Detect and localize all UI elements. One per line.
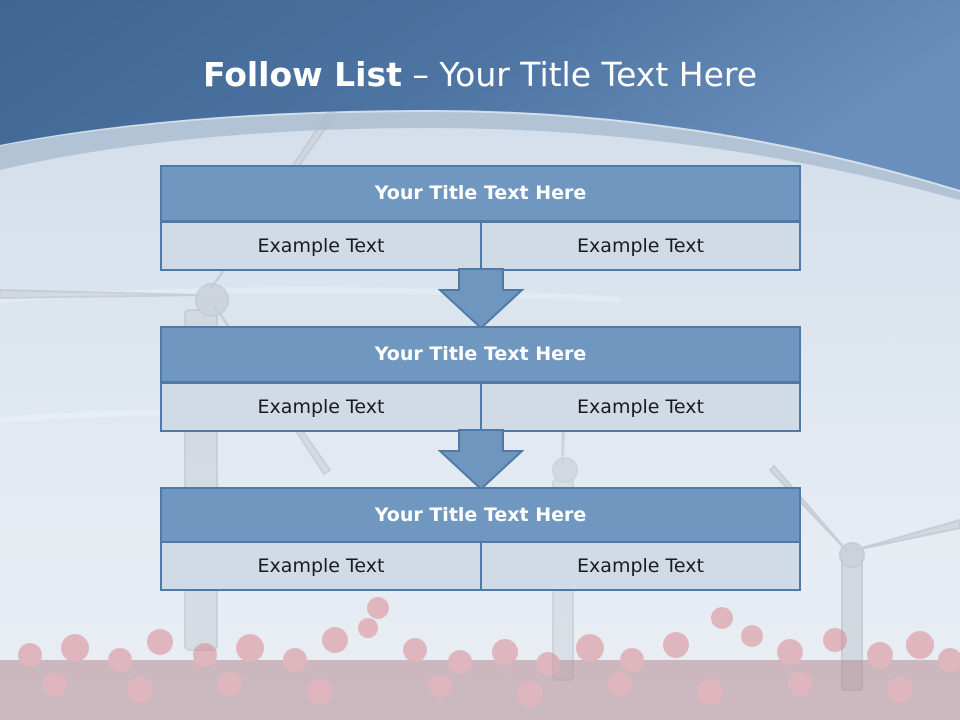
step-title: Your Title Text Here [160,487,801,544]
step-right-cell: Example Text [480,382,801,432]
slide-title-bold: Follow List [202,55,402,94]
down-arrow-icon [437,268,525,330]
step-title: Your Title Text Here [160,326,801,383]
step-left-cell: Example Text [160,541,482,591]
tulip-field [0,597,960,720]
header-band [0,0,960,190]
slide-title: Follow List – Your Title Text Here [0,52,960,98]
step-title: Your Title Text Here [160,165,801,222]
step-left-cell: Example Text [160,221,482,271]
step-right-cell: Example Text [480,541,801,591]
down-arrow-icon [437,429,525,491]
step-right-cell: Example Text [480,221,801,271]
slide-title-rest: – Your Title Text Here [401,55,758,94]
step-left-cell: Example Text [160,382,482,432]
header-arc-highlight [0,112,960,200]
